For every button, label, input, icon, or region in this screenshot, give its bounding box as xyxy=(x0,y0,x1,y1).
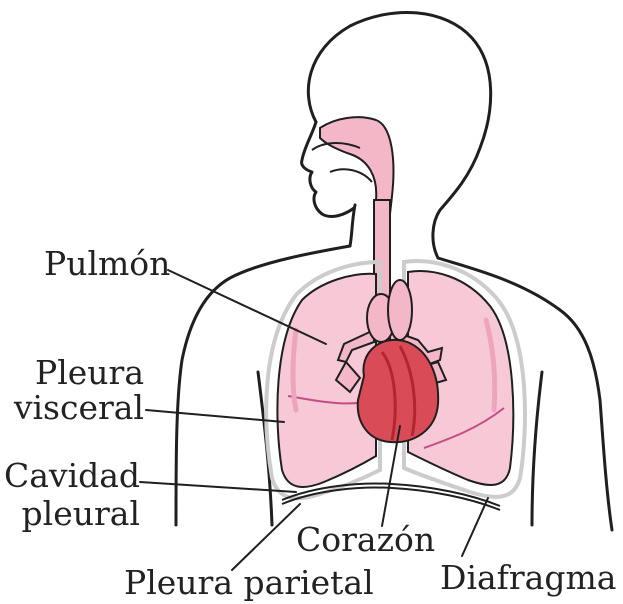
label-cavidad-pleural-line1: Cavidad xyxy=(4,458,140,494)
label-pleura-visceral-line2: visceral xyxy=(6,390,144,426)
leader-pleura-parietal xyxy=(232,504,300,570)
leader-diafragma xyxy=(462,498,488,556)
label-cavidad-pleural-line2: pleural xyxy=(4,496,140,532)
label-pleura-parietal: Pleura parietal xyxy=(124,565,374,601)
label-corazon: Corazón xyxy=(296,522,435,558)
label-pulmon: Pulmón xyxy=(44,246,170,282)
heart xyxy=(358,340,438,442)
label-pleura-visceral-line1: Pleura xyxy=(26,355,144,391)
body-silhouette xyxy=(176,12,612,530)
label-diafragma: Diafragma xyxy=(440,560,616,596)
